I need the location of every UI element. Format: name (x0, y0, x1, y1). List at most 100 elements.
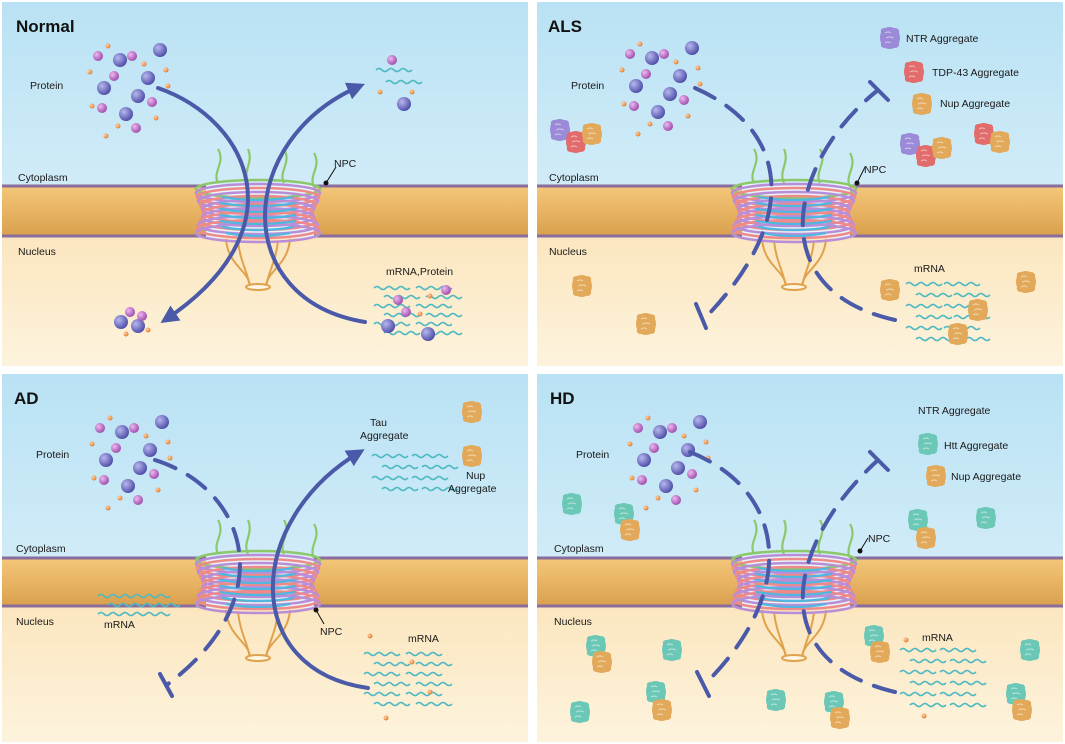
npc-als (730, 147, 858, 292)
protein-large (673, 69, 687, 83)
protein-small (383, 715, 389, 721)
nup-aggregate-icon (911, 92, 933, 116)
htt-aggregate-icon (765, 688, 787, 712)
htt-aggregate-legend: Htt Aggregate (944, 440, 1008, 452)
cytoplasm-label: Cytoplasm (554, 543, 604, 555)
protein-medium (663, 121, 673, 131)
protein-small (693, 487, 699, 493)
protein-particle (145, 327, 151, 333)
protein-label: Protein (576, 449, 609, 461)
protein-small (645, 415, 651, 421)
nup-aggregate-icon (635, 312, 657, 336)
protein-cluster (619, 41, 703, 137)
protein-small (697, 81, 703, 87)
protein-small (165, 439, 171, 445)
nup-aggregate-icon (461, 444, 483, 468)
nup-aggregate-icon (989, 130, 1011, 154)
protein-medium (659, 49, 669, 59)
npc-label: NPC (868, 533, 891, 545)
protein-large (685, 41, 699, 55)
htt-aggregate-icon (975, 506, 997, 530)
protein-label: Protein (36, 449, 69, 461)
protein-particle (401, 307, 411, 317)
protein-medium (127, 51, 137, 61)
nup-aggregate-label-1: Nup (466, 470, 485, 482)
protein-small (635, 131, 641, 137)
nup-aggregate-icon (619, 518, 641, 542)
nup-aggregate-icon (651, 698, 673, 722)
panel-title-hd: HD (550, 389, 575, 408)
protein-small (627, 441, 633, 447)
protein-medium (649, 443, 659, 453)
protein-medium (625, 49, 635, 59)
npc-label: NPC (320, 626, 343, 638)
protein-medium (97, 103, 107, 113)
npc-label: NPC (864, 164, 887, 176)
panel-ad (2, 374, 528, 742)
protein-small (153, 115, 159, 121)
nup-aggregate-icon (591, 650, 613, 674)
mrna-label: mRNA (914, 263, 945, 275)
tau-aggregate-label-2: Aggregate (360, 430, 409, 442)
protein-medium (641, 69, 651, 79)
protein-small (629, 475, 635, 481)
cytoplasm-label: Cytoplasm (16, 543, 66, 555)
protein-small (685, 113, 691, 119)
protein-particle (397, 97, 411, 111)
protein-large (131, 89, 145, 103)
tau-aggregate-label-1: Tau (370, 417, 387, 429)
protein-small (163, 67, 169, 73)
htt-aggregate-icon (1019, 638, 1041, 662)
nucleus-label: Nucleus (549, 246, 587, 258)
nup-aggregate-legend: Nup Aggregate (951, 471, 1021, 483)
protein-medium (95, 423, 105, 433)
protein-small (621, 101, 627, 107)
protein-small (105, 43, 111, 49)
protein-medium (633, 423, 643, 433)
ntr-aggregate-icon (879, 26, 901, 50)
protein-particle (393, 295, 403, 305)
protein-large (629, 79, 643, 93)
protein-particle (417, 311, 423, 317)
protein-medium (667, 423, 677, 433)
protein-small (143, 433, 149, 439)
protein-small (89, 441, 95, 447)
nup-aggregate-label-2: Aggregate (448, 483, 497, 495)
protein-medium (109, 71, 119, 81)
protein-large (659, 479, 673, 493)
protein-medium (93, 51, 103, 61)
protein-small (165, 83, 171, 89)
protein-small (619, 67, 625, 73)
protein-large (645, 51, 659, 65)
tdp43-aggregate-icon (903, 60, 925, 84)
protein-small (643, 505, 649, 511)
protein-medium (679, 95, 689, 105)
export-arrow-normal (263, 82, 367, 324)
nup-aggregate-icon (869, 640, 891, 664)
protein-medium (149, 469, 159, 479)
protein-large (119, 107, 133, 121)
protein-large (637, 453, 651, 467)
protein-small (367, 633, 373, 639)
blocked-export-als (800, 88, 897, 322)
protein-medium (99, 475, 109, 485)
protein-large (115, 425, 129, 439)
protein-large (143, 443, 157, 457)
protein-cluster (87, 43, 171, 139)
protein-medium (637, 475, 647, 485)
protein-medium (629, 101, 639, 111)
ntr-aggregate-legend: NTR Aggregate (918, 405, 991, 417)
protein-large (653, 425, 667, 439)
blocked-import-hd (688, 450, 772, 686)
protein-particle (427, 293, 433, 299)
nup-aggregate-icon (915, 526, 937, 550)
nup-aggregate-icon (829, 706, 851, 730)
nucleus-label: Nucleus (16, 616, 54, 628)
protein-small (115, 123, 121, 129)
protein-particle (123, 331, 129, 337)
protein-large (153, 43, 167, 57)
nup-aggregate-icon (571, 274, 593, 298)
protein-large (651, 105, 665, 119)
protein-clusters (87, 41, 711, 511)
